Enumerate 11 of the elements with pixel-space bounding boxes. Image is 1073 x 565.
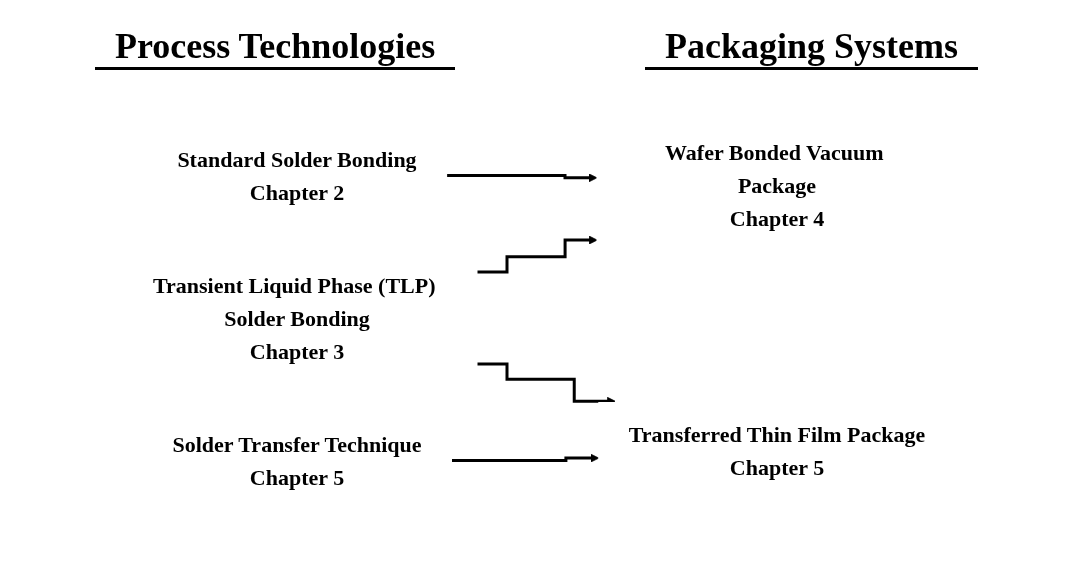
node-text: Transient Liquid Phase (TLP) Solder Bonding Chapter 3 (152, 272, 436, 364)
node-text: Standard Solder Bonding Chapter 2 (176, 146, 417, 205)
arrow (451, 453, 599, 463)
node-text: Wafer Bonded Vacuum Package Chapter 4 (664, 140, 883, 232)
column-heading: Process Technologies (94, 25, 456, 70)
arrow (476, 235, 598, 274)
node-text: Transferred Thin Film Package Chapter 5 (628, 421, 925, 480)
node-text: Solder Transfer Technique Chapter 5 (172, 431, 421, 490)
arrow (476, 362, 616, 406)
column-heading: Packaging Systems (645, 25, 979, 70)
arrow (446, 173, 597, 183)
